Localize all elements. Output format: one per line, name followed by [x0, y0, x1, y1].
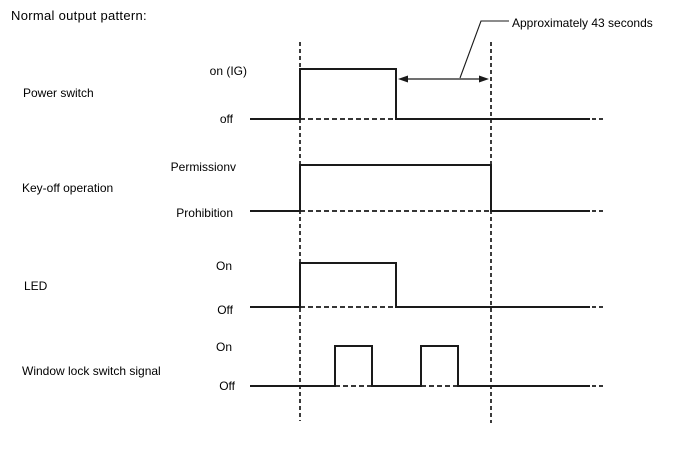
signal-waveform: [250, 164, 590, 212]
level-label-led-on: On: [215, 259, 232, 273]
signal-waveform: [250, 345, 590, 387]
duration-arrow-head-left: [398, 75, 408, 83]
annotation-leader-line: [459, 20, 509, 79]
signal-waveform: [250, 68, 590, 120]
duration-annotation: Approximately 43 seconds: [512, 16, 653, 30]
level-label-power-off: off: [219, 112, 233, 126]
page-title: Normal output pattern:: [11, 8, 147, 23]
level-label-led-off: Off: [217, 303, 233, 317]
level-label-permission: Permissionv: [170, 160, 236, 174]
level-label-power-on: on (IG): [209, 64, 247, 78]
signal-label-window-lock-switch: Window lock switch signal: [22, 364, 161, 378]
signal-label-key-off-operation: Key-off operation: [22, 181, 114, 195]
signal-waveform: [250, 262, 590, 308]
level-label-window-off: Off: [219, 379, 235, 393]
level-label-prohibition: Prohibition: [176, 206, 233, 220]
signal-label-power-switch: Power switch: [23, 86, 94, 100]
level-label-window-on: On: [215, 340, 232, 354]
signal-label-led: LED: [24, 279, 48, 293]
duration-arrow-head-right: [479, 75, 489, 83]
